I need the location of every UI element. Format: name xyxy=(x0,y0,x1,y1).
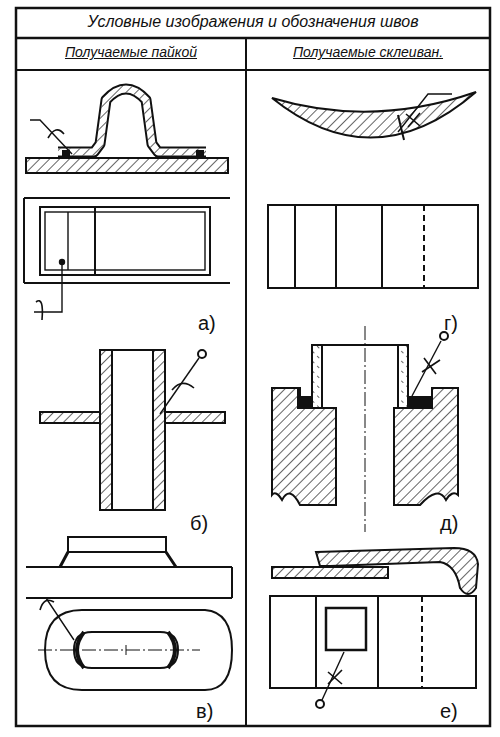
figure-letter: е) xyxy=(440,700,458,722)
figure-letter: г) xyxy=(444,312,458,334)
figure-letter: д) xyxy=(440,512,458,534)
figure-letter: а) xyxy=(198,312,216,334)
column-header: Получаемые пайкой xyxy=(65,45,197,60)
column-header: Получаемые склеиван. xyxy=(293,45,443,60)
figure-letter: б) xyxy=(190,512,208,534)
figure-letter: в) xyxy=(196,700,213,722)
table-title: Условные изображения и обозначения швов xyxy=(88,13,419,31)
